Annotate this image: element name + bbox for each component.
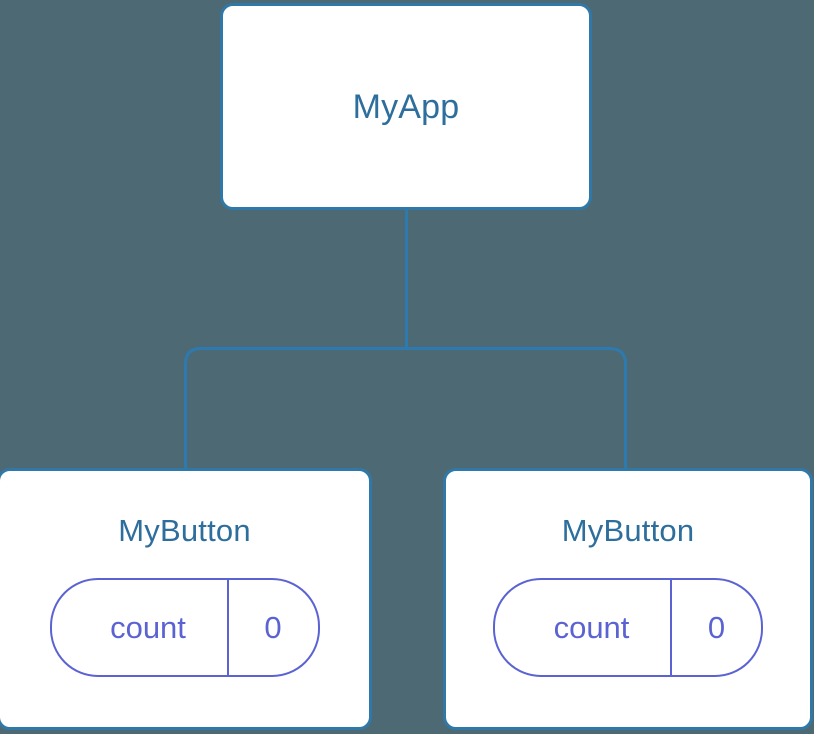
state-pill-key: count: [110, 610, 186, 645]
node-title: MyButton: [118, 513, 251, 548]
state-pill-value: 0: [226, 580, 318, 675]
connector-branch-right: [406, 347, 627, 470]
node-title: MyApp: [352, 87, 460, 126]
node-card-mybutton-right[interactable]: MyButton count 0: [443, 468, 813, 730]
state-pill[interactable]: count 0: [49, 578, 320, 677]
state-pill-value: 0: [670, 580, 761, 675]
node-title: MyButton: [561, 513, 695, 548]
node-card-myapp[interactable]: MyApp: [220, 3, 592, 210]
node-card-mybutton-left[interactable]: MyButton count 0: [0, 468, 372, 730]
state-pill-key: count: [553, 610, 630, 645]
connector-branch-left: [184, 347, 407, 470]
state-pill[interactable]: count 0: [493, 578, 763, 677]
